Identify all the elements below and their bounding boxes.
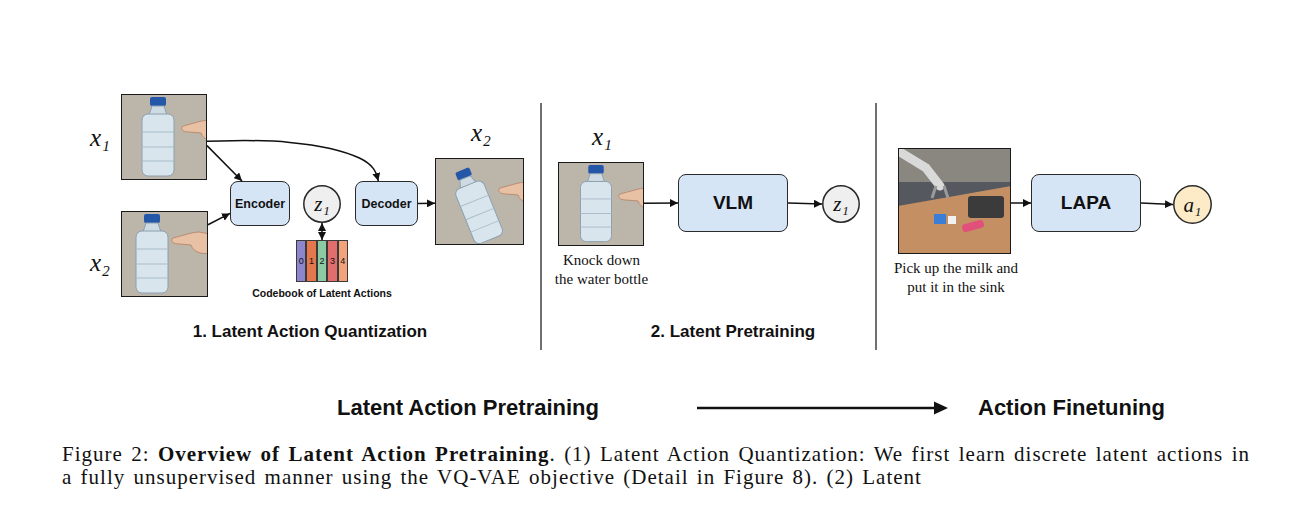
flow-arrow xyxy=(418,202,435,204)
panel-divider xyxy=(540,103,541,350)
robot-arm xyxy=(900,152,940,186)
frame-photo xyxy=(435,158,524,245)
frame-photo xyxy=(121,211,208,297)
codebook-title: Codebook of Latent Actions xyxy=(237,287,407,299)
frame-variable: x₁ xyxy=(586,123,618,151)
bottle xyxy=(136,214,168,293)
bottle xyxy=(142,97,174,176)
codebook-entry: 2 xyxy=(317,240,327,282)
object xyxy=(948,216,956,224)
instruction-text: Pick up the milk and put it in the sink xyxy=(887,259,1025,297)
gripper xyxy=(932,186,948,198)
flow-arrow xyxy=(788,203,822,204)
photo-background xyxy=(558,162,644,246)
robot-photo xyxy=(898,148,1011,254)
frame-photo xyxy=(121,94,207,180)
caption-part: Overview of Latent Action Pretraining xyxy=(158,442,550,466)
stage-label: Latent Action Pretraining xyxy=(337,395,599,421)
panel-title: 2. Latent Pretraining xyxy=(583,322,883,342)
codebook: 01234Codebook of Latent Actions xyxy=(296,240,348,282)
flow-arrow xyxy=(207,141,378,181)
codebook-entry: 3 xyxy=(327,240,337,282)
photo-background xyxy=(898,148,1011,254)
hand xyxy=(172,232,208,254)
frame-variable: x₂ xyxy=(465,119,497,147)
latent-variable: z₁ xyxy=(833,193,848,215)
codebook-entry: 1 xyxy=(306,240,316,282)
circle-shape xyxy=(304,186,340,222)
robot-frame: Pick up the milk and put it in the sink xyxy=(898,148,1011,254)
hand xyxy=(499,182,524,204)
frame-variable: x₂ xyxy=(84,249,116,277)
object xyxy=(961,219,984,232)
latent-circle: z₁ xyxy=(303,185,341,223)
circle-shape xyxy=(823,186,859,222)
entry-index: 0 xyxy=(299,256,304,266)
vlm-box: VLM xyxy=(678,174,788,232)
photo-background xyxy=(121,211,208,297)
encoder-box: Encoder xyxy=(230,181,290,226)
input-frame: x₁ xyxy=(121,94,207,180)
panel-title: 1. Latent Action Quantization xyxy=(150,322,470,342)
frame-variable: x₁ xyxy=(84,124,116,152)
codebook-entry: 4 xyxy=(338,240,348,282)
hand xyxy=(182,120,207,142)
circle-shape xyxy=(1174,186,1211,223)
panel-divider xyxy=(875,103,876,350)
flow-arrow xyxy=(1011,202,1031,204)
action-circle: a₁ xyxy=(1173,185,1212,224)
lapa-box: LAPA xyxy=(1031,174,1141,232)
flow-arrow xyxy=(644,202,678,204)
codebook-entry: 0 xyxy=(296,240,306,282)
table xyxy=(898,186,1011,254)
latent-variable: z₁ xyxy=(314,193,329,215)
input-frame: x₁Knock down the water bottle xyxy=(558,162,644,246)
stage-arrow-head xyxy=(934,402,948,415)
flow-arrow xyxy=(1141,203,1173,205)
box-label: VLM xyxy=(713,192,753,214)
caption-part: Figure 2: xyxy=(62,442,158,466)
instruction-text: Knock down the water bottle xyxy=(553,251,650,289)
milk-carton xyxy=(934,214,946,224)
photo-background xyxy=(121,94,207,180)
entry-index: 3 xyxy=(330,256,335,266)
flow-arrow xyxy=(207,146,242,181)
bottle xyxy=(580,165,611,242)
photo-background xyxy=(435,158,524,245)
input-frame: x₂ xyxy=(121,211,208,297)
decoder-box: Decoder xyxy=(355,181,418,226)
output-frame: x₂ xyxy=(435,158,524,245)
entry-index: 1 xyxy=(309,256,314,266)
figure-caption: Figure 2: Overview of Latent Action Pret… xyxy=(62,443,1250,489)
sink xyxy=(968,196,1004,218)
latent-circle: z₁ xyxy=(822,185,860,223)
flow-arrow xyxy=(321,223,323,240)
entry-index: 2 xyxy=(319,256,324,266)
entry-index: 4 xyxy=(340,256,345,266)
hand xyxy=(619,188,644,210)
stage-arrow-line xyxy=(697,407,936,410)
stage-label: Action Finetuning xyxy=(978,395,1165,421)
bottle xyxy=(448,164,504,245)
frame-photo xyxy=(558,162,644,246)
action-variable: a₁ xyxy=(1184,194,1202,216)
flow-arrow xyxy=(208,213,230,224)
box-label: Encoder xyxy=(235,197,285,211)
box-label: LAPA xyxy=(1061,192,1111,214)
box-label: Decoder xyxy=(361,197,411,211)
